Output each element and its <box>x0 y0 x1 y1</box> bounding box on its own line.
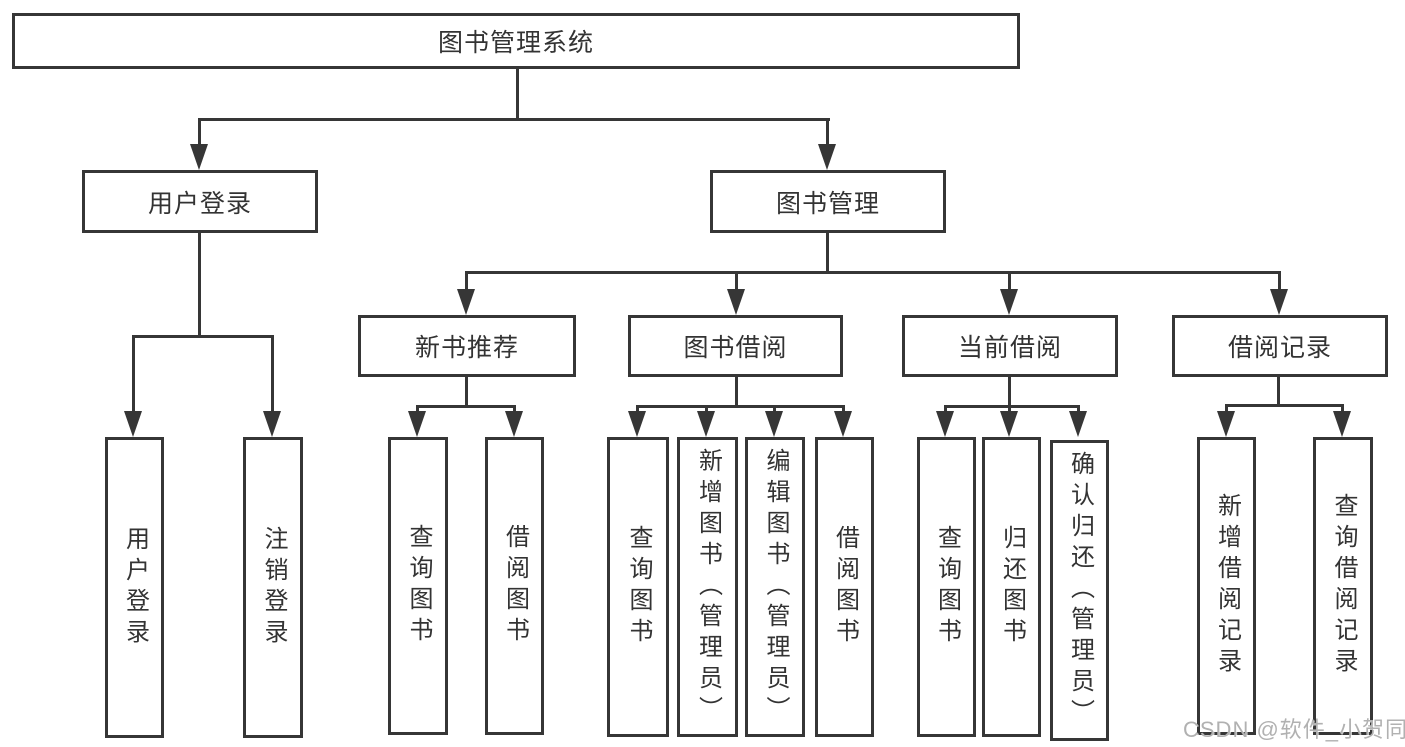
arrowhead-down-icon <box>1217 411 1235 437</box>
arrowhead-down-icon <box>727 289 745 315</box>
arrowhead-down-icon <box>834 411 852 437</box>
connector-line <box>416 405 419 413</box>
connector-line <box>465 271 468 291</box>
arrowhead-down-icon <box>765 411 783 437</box>
arrowhead-down-icon <box>936 411 954 437</box>
connector-line <box>1008 271 1011 291</box>
node-return-books: 归还图书 <box>982 437 1041 737</box>
connector-line <box>132 335 135 413</box>
node-add-books-admin: 新增图书（管理员） <box>677 437 738 737</box>
node-new-book-recommend: 新书推荐 <box>358 315 576 377</box>
node-book-borrow: 图书借阅 <box>628 315 843 377</box>
connector-line <box>636 405 639 413</box>
arrowhead-down-icon <box>505 411 523 437</box>
node-borrow-books-2: 借阅图书 <box>815 437 874 737</box>
arrowhead-down-icon <box>1270 289 1288 315</box>
arrowhead-down-icon <box>124 411 142 437</box>
node-borrow-records: 借阅记录 <box>1172 315 1388 377</box>
node-current-borrow: 当前借阅 <box>902 315 1118 377</box>
connector-line <box>198 118 830 121</box>
connector-line <box>636 405 844 408</box>
csdn-watermark: CSDN @软件_小贺同学 <box>1183 717 1405 742</box>
node-user-login: 用户登录 <box>82 170 318 233</box>
connector-line <box>198 118 201 146</box>
arrowhead-down-icon <box>457 289 475 315</box>
connector-line <box>773 405 776 413</box>
node-confirm-return-admin: 确认归还（管理员） <box>1050 440 1109 741</box>
node-user-login-leaf: 用户登录 <box>105 437 164 738</box>
arrowhead-down-icon <box>408 411 426 437</box>
node-query-books-3: 查询图书 <box>917 437 976 737</box>
arrowhead-down-icon <box>1333 411 1351 437</box>
connector-line <box>465 271 1281 274</box>
arrowhead-down-icon <box>1069 411 1087 437</box>
connector-line <box>826 118 829 146</box>
arrowhead-down-icon <box>1000 289 1018 315</box>
connector-line <box>1277 374 1280 407</box>
connector-line <box>735 374 738 408</box>
connector-line <box>198 232 201 338</box>
connector-line <box>944 405 1080 408</box>
connector-line <box>1008 374 1011 408</box>
connector-line <box>1225 404 1344 407</box>
node-edit-books-admin: 编辑图书（管理员） <box>745 437 805 737</box>
node-query-books-2: 查询图书 <box>607 437 669 737</box>
arrowhead-down-icon <box>1000 411 1018 437</box>
node-borrow-books-1: 借阅图书 <box>485 437 544 735</box>
connector-line <box>1077 405 1080 413</box>
node-logout: 注销登录 <box>243 437 303 738</box>
connector-line <box>1225 404 1228 413</box>
connector-line <box>516 66 519 120</box>
connector-line <box>416 405 516 408</box>
arrowhead-down-icon <box>263 411 281 437</box>
connector-line <box>944 405 947 413</box>
connector-line <box>1341 404 1344 413</box>
connector-line <box>133 335 274 338</box>
node-query-borrow-record: 查询借阅记录 <box>1313 437 1373 735</box>
node-add-borrow-record: 新增借阅记录 <box>1197 437 1256 735</box>
connector-line <box>513 405 516 413</box>
node-book-management: 图书管理 <box>710 170 946 233</box>
node-query-books-1: 查询图书 <box>388 437 448 735</box>
connector-line <box>735 271 738 291</box>
connector-line <box>842 405 845 413</box>
connector-line <box>465 374 468 408</box>
connector-line <box>705 405 708 413</box>
connector-line <box>1278 271 1281 291</box>
node-library-system: 图书管理系统 <box>12 13 1020 69</box>
arrowhead-down-icon <box>818 144 836 170</box>
connector-line <box>271 335 274 413</box>
connector-line <box>826 232 829 274</box>
arrowhead-down-icon <box>190 144 208 170</box>
arrowhead-down-icon <box>628 411 646 437</box>
connector-line <box>1008 405 1011 413</box>
arrowhead-down-icon <box>697 411 715 437</box>
